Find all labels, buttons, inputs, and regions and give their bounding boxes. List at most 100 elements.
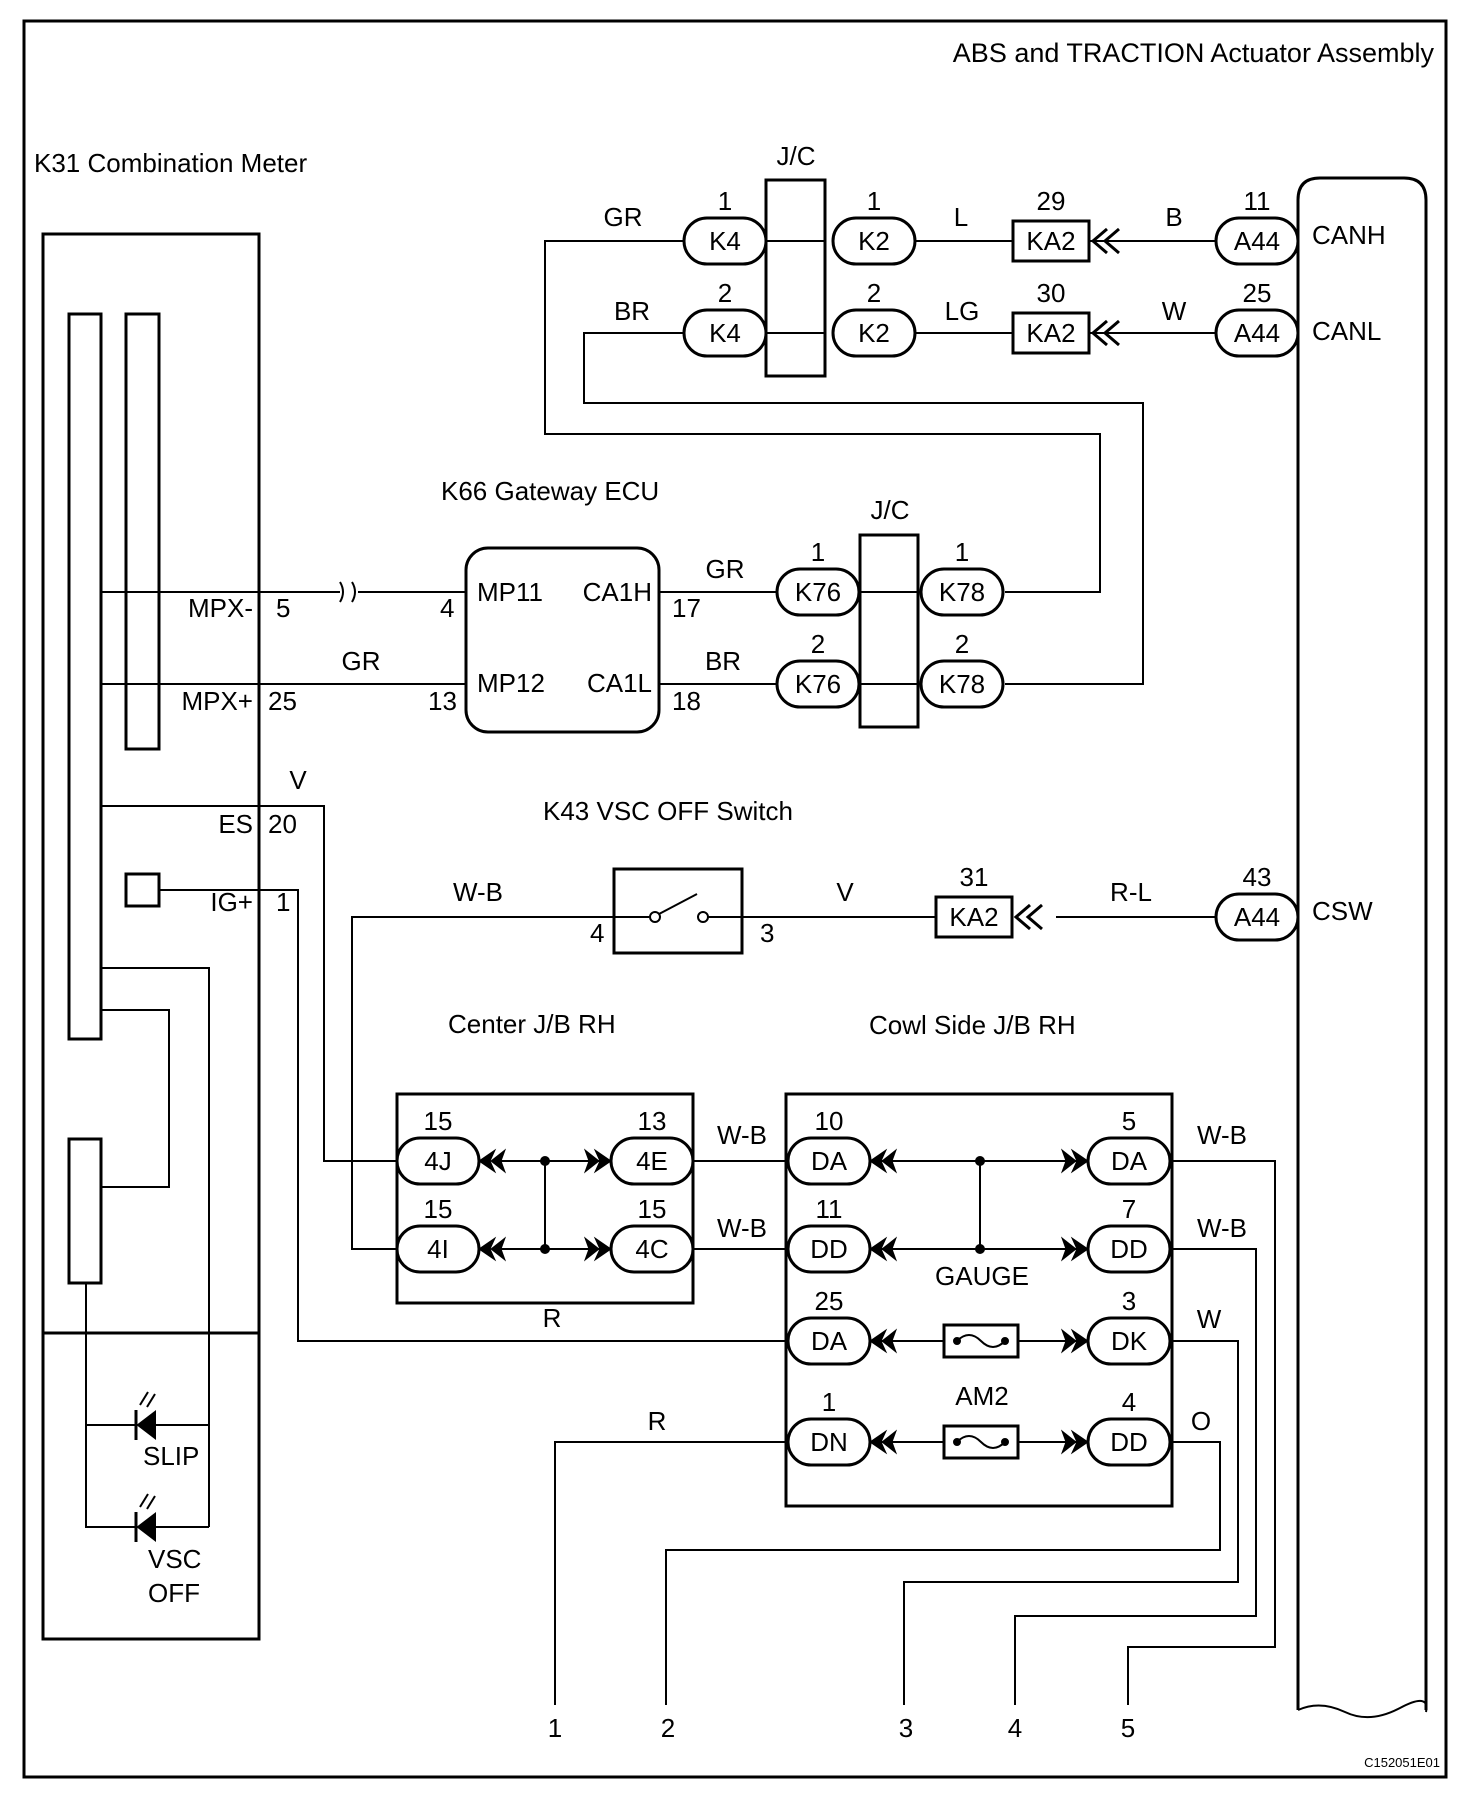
- pin-mpx-plus: MPX+: [181, 686, 253, 716]
- center-jb-splice-top: [540, 1156, 550, 1166]
- meter-bar-left: [67, 312, 103, 1041]
- connector-da25-name: DA: [811, 1326, 848, 1356]
- chevron-icon-1: [1090, 319, 1120, 347]
- vsc-off-led-icon: [134, 1493, 156, 1543]
- arrowhead-icon-4: [869, 1148, 898, 1174]
- jc-mid-box: [858, 533, 920, 729]
- gateway-ecu-title: K66 Gateway ECU: [441, 476, 659, 506]
- meter-bar-lower: [67, 1137, 103, 1285]
- connector-a44_top-name: A44: [1234, 226, 1280, 256]
- cowl-jb-splice-top: [975, 1156, 985, 1166]
- connectors: K41K21A4411K42K22A4425K761K781K762K782A4…: [395, 186, 1300, 1467]
- wires: [259, 240, 1298, 1705]
- connector-a44_csw: [1214, 892, 1300, 942]
- connector-k78_top-pin: 1: [955, 537, 969, 567]
- connector-a44_top: [1214, 216, 1300, 266]
- diagram-id: C152051E01: [1364, 1755, 1440, 1770]
- abs-actuator-title: ABS and TRACTION Actuator Assembly: [953, 38, 1435, 68]
- terminal-5: 5: [1121, 1713, 1135, 1743]
- terminal-4: 4: [1008, 1713, 1022, 1743]
- connector-da10-pin: 10: [815, 1106, 844, 1136]
- arrowhead-icon-8: [1060, 1148, 1089, 1174]
- pin-ig-plus-num: 1: [276, 887, 290, 917]
- center-jb-box: [395, 1092, 695, 1305]
- fuse-am2-icon: [942, 1424, 1020, 1460]
- connector-ka2_csw: [934, 895, 1014, 939]
- chevron-icon-2: [1013, 903, 1043, 931]
- vsc-switch-pin-4: 4: [590, 918, 604, 948]
- terminal-3: 3: [899, 1713, 913, 1743]
- connector-da10-name: DA: [811, 1146, 848, 1176]
- wire-v-sw: V: [836, 877, 854, 907]
- indicator-slip: SLIP: [143, 1441, 199, 1471]
- wire-v-es: V: [289, 765, 307, 795]
- jc-top-box: [764, 178, 827, 378]
- pin-mp11: MP11: [477, 577, 543, 607]
- arrowhead-icon-5: [869, 1236, 898, 1262]
- wire-wb-4e: W-B: [717, 1120, 767, 1150]
- arrowhead-icon-10: [1060, 1328, 1089, 1354]
- pin-canl: CANL: [1312, 316, 1381, 346]
- connector-k78_top: [919, 567, 1005, 617]
- connector-arrows: [478, 227, 1120, 1455]
- wire-r-ig: R: [543, 1303, 562, 1333]
- pin-ca1l: CA1L: [587, 668, 652, 698]
- arrowhead-icon-6: [869, 1328, 898, 1354]
- connector-dd11-name: DD: [810, 1234, 848, 1264]
- connector-dd7-pin: 7: [1122, 1194, 1136, 1224]
- connector-ka2_top: [1011, 219, 1091, 263]
- connector-k76_bot: [775, 659, 861, 709]
- arrowhead-icon-11: [1060, 1429, 1089, 1455]
- pin-ig-plus: IG+: [210, 887, 253, 917]
- connector-c4c-pin: 15: [638, 1194, 667, 1224]
- pin-es: ES: [218, 809, 253, 839]
- connector-ka2_csw-pin: 31: [960, 862, 989, 892]
- connector-a44_top-pin: 11: [1244, 186, 1271, 216]
- connector-dd4-name: DD: [1110, 1427, 1148, 1457]
- cowl-jb-title: Cowl Side J/B RH: [869, 1010, 1076, 1040]
- connector-ka2_csw-name: KA2: [949, 902, 998, 932]
- terminal-2: 2: [661, 1713, 675, 1743]
- wire-gr-gw: GR: [706, 554, 745, 584]
- pin-mp12: MP12: [477, 668, 545, 698]
- connector-c4e-pin: 13: [638, 1106, 667, 1136]
- pin-es-num: 20: [268, 809, 297, 839]
- connector-k2_bot-name: K2: [858, 318, 890, 348]
- connector-a44_bot-name: A44: [1234, 318, 1280, 348]
- center-jb-title: Center J/B RH: [448, 1009, 616, 1039]
- meter-internal-wiring: [85, 967, 210, 1528]
- pin-mp11-num: 4: [440, 593, 454, 623]
- wire-l: L: [954, 202, 968, 232]
- wire-w-dk3: W: [1197, 1304, 1222, 1334]
- connector-k78_bot-pin: 2: [955, 629, 969, 659]
- cowl-jb-box: [784, 1092, 1174, 1508]
- connector-ka2_bot: [1011, 311, 1091, 355]
- connector-k4_top-name: K4: [709, 226, 741, 256]
- indicator-vsc-off-2: OFF: [148, 1578, 200, 1608]
- combination-meter-title: K31 Combination Meter: [34, 148, 307, 178]
- connector-a44_csw-pin: 43: [1243, 862, 1272, 892]
- connector-c4j-name: 4J: [424, 1146, 451, 1176]
- connector-k2_bot: [831, 308, 917, 358]
- jc-top-label: J/C: [777, 141, 816, 171]
- slip-led-icon: [134, 1391, 156, 1441]
- connector-c4i-name: 4I: [427, 1234, 449, 1264]
- wire-lg: LG: [945, 296, 980, 326]
- arrowhead-icon-0: [478, 1148, 507, 1174]
- pin-ca1l-num: 18: [672, 686, 701, 716]
- connector-ka2_top-name: KA2: [1026, 226, 1075, 256]
- pin-ca1h: CA1H: [583, 577, 652, 607]
- pin-mpx-minus: MPX-: [188, 593, 253, 623]
- abs-actuator-break: [1297, 1700, 1428, 1719]
- wire-o-dd4: O: [1191, 1406, 1211, 1436]
- arrowhead-icon-1: [478, 1236, 507, 1262]
- fuse-gauge-icon: [942, 1323, 1020, 1359]
- jc-mid-internal: [860, 591, 918, 685]
- pin-mpx-minus-num: 5: [276, 593, 290, 623]
- connector-k2_top-name: K2: [858, 226, 890, 256]
- connector-ka2_bot-pin: 30: [1037, 278, 1066, 308]
- connector-a44_csw-name: A44: [1234, 902, 1280, 932]
- connector-k2_top: [831, 216, 917, 266]
- connector-a44_bot-pin: 25: [1243, 278, 1272, 308]
- pin-csw: CSW: [1312, 896, 1373, 926]
